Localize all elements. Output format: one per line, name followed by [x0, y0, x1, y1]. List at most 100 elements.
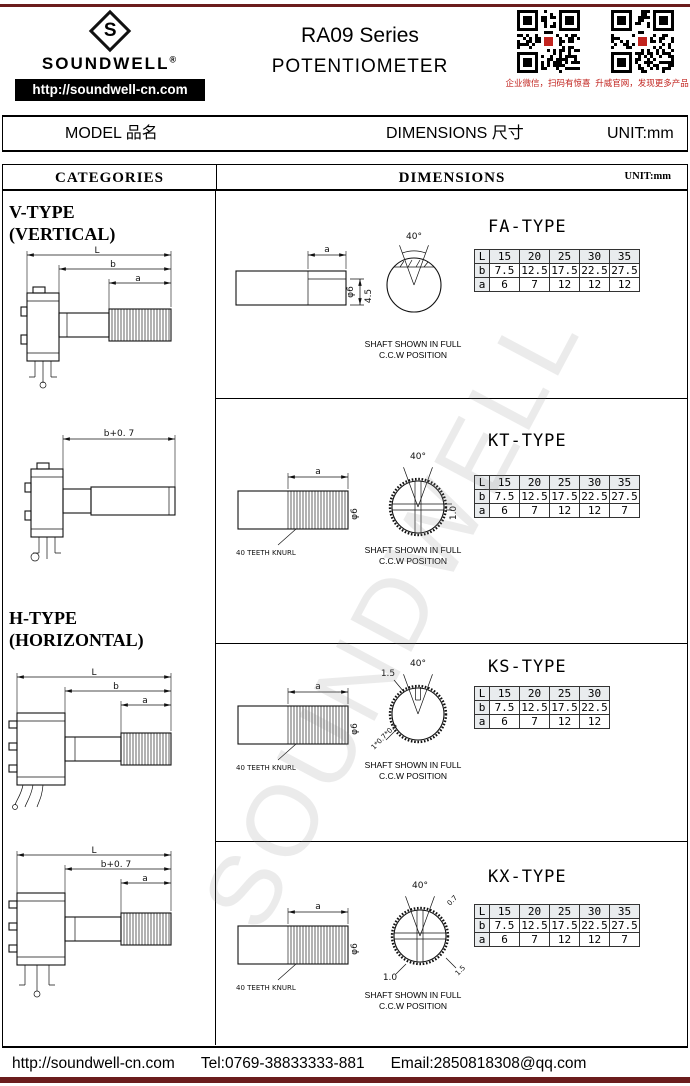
dim-value-cell: 25 — [549, 475, 580, 490]
dim-value-cell: 12.5 — [519, 918, 550, 933]
dim-value-cell: 25 — [549, 249, 580, 264]
kx-shaft-note: SHAFT SHOWN IN FULL C.C.W POSITION — [364, 990, 462, 1011]
dim-value-cell: 12 — [579, 277, 610, 292]
fa-flat-depth-label: 4.5 — [364, 289, 374, 303]
dim-value-cell: 17.5 — [549, 700, 580, 715]
h-type-drawing-1: L b a — [8, 668, 172, 810]
v-type-drawing-1: L b a — [20, 246, 172, 389]
qr-caption-website: 升威官网，发现更多产品 — [595, 78, 689, 88]
dim-value-cell: 12 — [549, 714, 580, 729]
header: S SOUNDWELL® http://soundwell-cn.com RA0… — [0, 9, 690, 112]
v2-dim-b: b+0. 7 — [104, 429, 134, 439]
dim-value-cell: 7 — [609, 932, 640, 947]
kt-angle-label: 40° — [410, 452, 426, 462]
model-label: MODEL 品名 — [65, 125, 158, 142]
dim-value-cell: 12 — [549, 932, 580, 947]
dim-label-cell: L — [474, 904, 490, 919]
unit-small-label: UNIT:mm — [624, 171, 671, 182]
dim-label-cell: a — [474, 932, 490, 947]
kx-shaft-side-view: a φ6 40 TEETH KNURL — [236, 902, 360, 992]
dim-value-cell: 7.5 — [489, 918, 520, 933]
dim-value-cell: 12 — [549, 503, 580, 518]
header-url-bar[interactable]: http://soundwell-cn.com — [15, 79, 205, 101]
main-table: CATEGORIES DIMENSIONS UNIT:mm V-TYPE (VE… — [2, 164, 688, 1048]
dim-label-cell: a — [474, 714, 490, 729]
kt-slot-width-label: 1.0 — [449, 506, 459, 521]
qr-caption-wechat: 企业微信，扫码有惊喜 — [505, 78, 591, 88]
ks-tooth-spec-label: 1*0.7*0.3 — [370, 722, 399, 752]
dim-value-cell: 30 — [579, 249, 610, 264]
dim-value-cell: 12.5 — [519, 489, 550, 504]
qr-code-wechat-icon — [516, 10, 580, 73]
fa-diameter-label: φ6 — [346, 286, 356, 298]
v1-dim-b: b — [110, 260, 116, 270]
dim-value-cell: 12 — [579, 932, 610, 947]
dim-value-cell: 27.5 — [609, 263, 640, 278]
fa-shaft-side-view: a φ6 4.5 — [235, 245, 374, 306]
dimensions-label: DIMENSIONS 尺寸 — [386, 125, 524, 142]
dim-value-cell: 7.5 — [489, 489, 520, 504]
dim-value-cell: 17.5 — [549, 489, 580, 504]
kx-type-title: KX-TYPE — [488, 867, 567, 887]
kx-shaft-front-view: 40° 0.7 1.0 1.5 — [383, 881, 467, 983]
footer-email[interactable]: Email:2850818308@qq.com — [390, 1054, 587, 1072]
ks-shaft-front-view: 40° 1.5 1*0.7*0.3 — [370, 659, 448, 752]
kx-chamfer-label: 1.5 — [454, 964, 467, 978]
footer-url[interactable]: http://soundwell-cn.com — [12, 1054, 175, 1072]
ks-diameter-label: φ6 — [350, 723, 360, 735]
dim-label-cell: b — [474, 918, 490, 933]
kt-knurl-note: 40 TEETH KNURL — [236, 549, 296, 557]
h2-dim-L: L — [91, 846, 96, 856]
kt-type-title: KT-TYPE — [488, 431, 567, 451]
qr-item-wechat: 企业微信，扫码有惊喜 — [506, 10, 591, 89]
v-type-drawing-2: b+0. 7 — [24, 429, 176, 562]
qr-code-website-icon — [610, 10, 674, 73]
kx-angle-label: 40° — [412, 881, 428, 891]
dimensions-column: FA-TYPE a φ6 4.5 — [216, 191, 687, 1045]
dim-value-cell: 7.5 — [489, 263, 520, 278]
dim-value-cell: 7 — [609, 503, 640, 518]
dim-value-cell: 6 — [489, 277, 520, 292]
dim-value-cell: 25 — [549, 904, 580, 919]
logo-letter: S — [103, 20, 117, 41]
h-type-drawing-2: L b+0. 7 a — [8, 846, 172, 998]
kx-slot-width-label: 0.7 — [446, 894, 459, 908]
unit-label: UNIT:mm — [607, 125, 674, 142]
table-header-row: CATEGORIES DIMENSIONS UNIT:mm — [3, 165, 687, 191]
ks-dim-a-label: a — [315, 682, 321, 692]
dim-value-cell: 12 — [579, 503, 610, 518]
dim-value-cell: 17.5 — [549, 263, 580, 278]
dim-value-cell: 7 — [519, 714, 550, 729]
kt-dim-a-label: a — [315, 467, 321, 477]
dim-value-cell: 17.5 — [549, 918, 580, 933]
dim-value-cell: 6 — [489, 503, 520, 518]
dim-value-cell: 12 — [579, 714, 610, 729]
kt-shaft-side-view: a φ6 40 TEETH KNURL — [236, 467, 360, 557]
dim-label-cell: L — [474, 249, 490, 264]
dim-value-cell: 22.5 — [579, 489, 610, 504]
v-type-title: V-TYPE — [9, 202, 75, 222]
dim-value-cell: 20 — [519, 686, 550, 701]
dim-value-cell: 15 — [489, 475, 520, 490]
h1-dim-L: L — [91, 668, 96, 678]
section-kx-type: KX-TYPE a φ6 40 TEETH KNURL — [216, 842, 687, 1045]
top-rule — [0, 4, 690, 7]
h2-dim-b: b+0. 7 — [101, 860, 131, 870]
ks-angle-label: 40° — [410, 659, 426, 669]
dim-value-cell: 25 — [549, 686, 580, 701]
dim-value-cell: 22.5 — [579, 700, 610, 715]
soundwell-logo-icon: S — [88, 9, 132, 53]
dim-value-cell: 6 — [489, 932, 520, 947]
ks-chamfer-label: 1.5 — [381, 669, 395, 679]
model-row: MODEL 品名 DIMENSIONS 尺寸 UNIT:mm — [2, 115, 688, 152]
dim-label-cell: b — [474, 489, 490, 504]
dim-label-cell: a — [474, 503, 490, 518]
kt-diameter-label: φ6 — [350, 508, 360, 520]
footer-tel: Tel:0769-38833333-881 — [200, 1054, 365, 1072]
qr-block: 企业微信，扫码有惊喜 升威官网，发现更多产品 — [506, 10, 689, 89]
dim-value-cell: 27.5 — [609, 918, 640, 933]
h-type-title: H-TYPE — [9, 608, 78, 628]
